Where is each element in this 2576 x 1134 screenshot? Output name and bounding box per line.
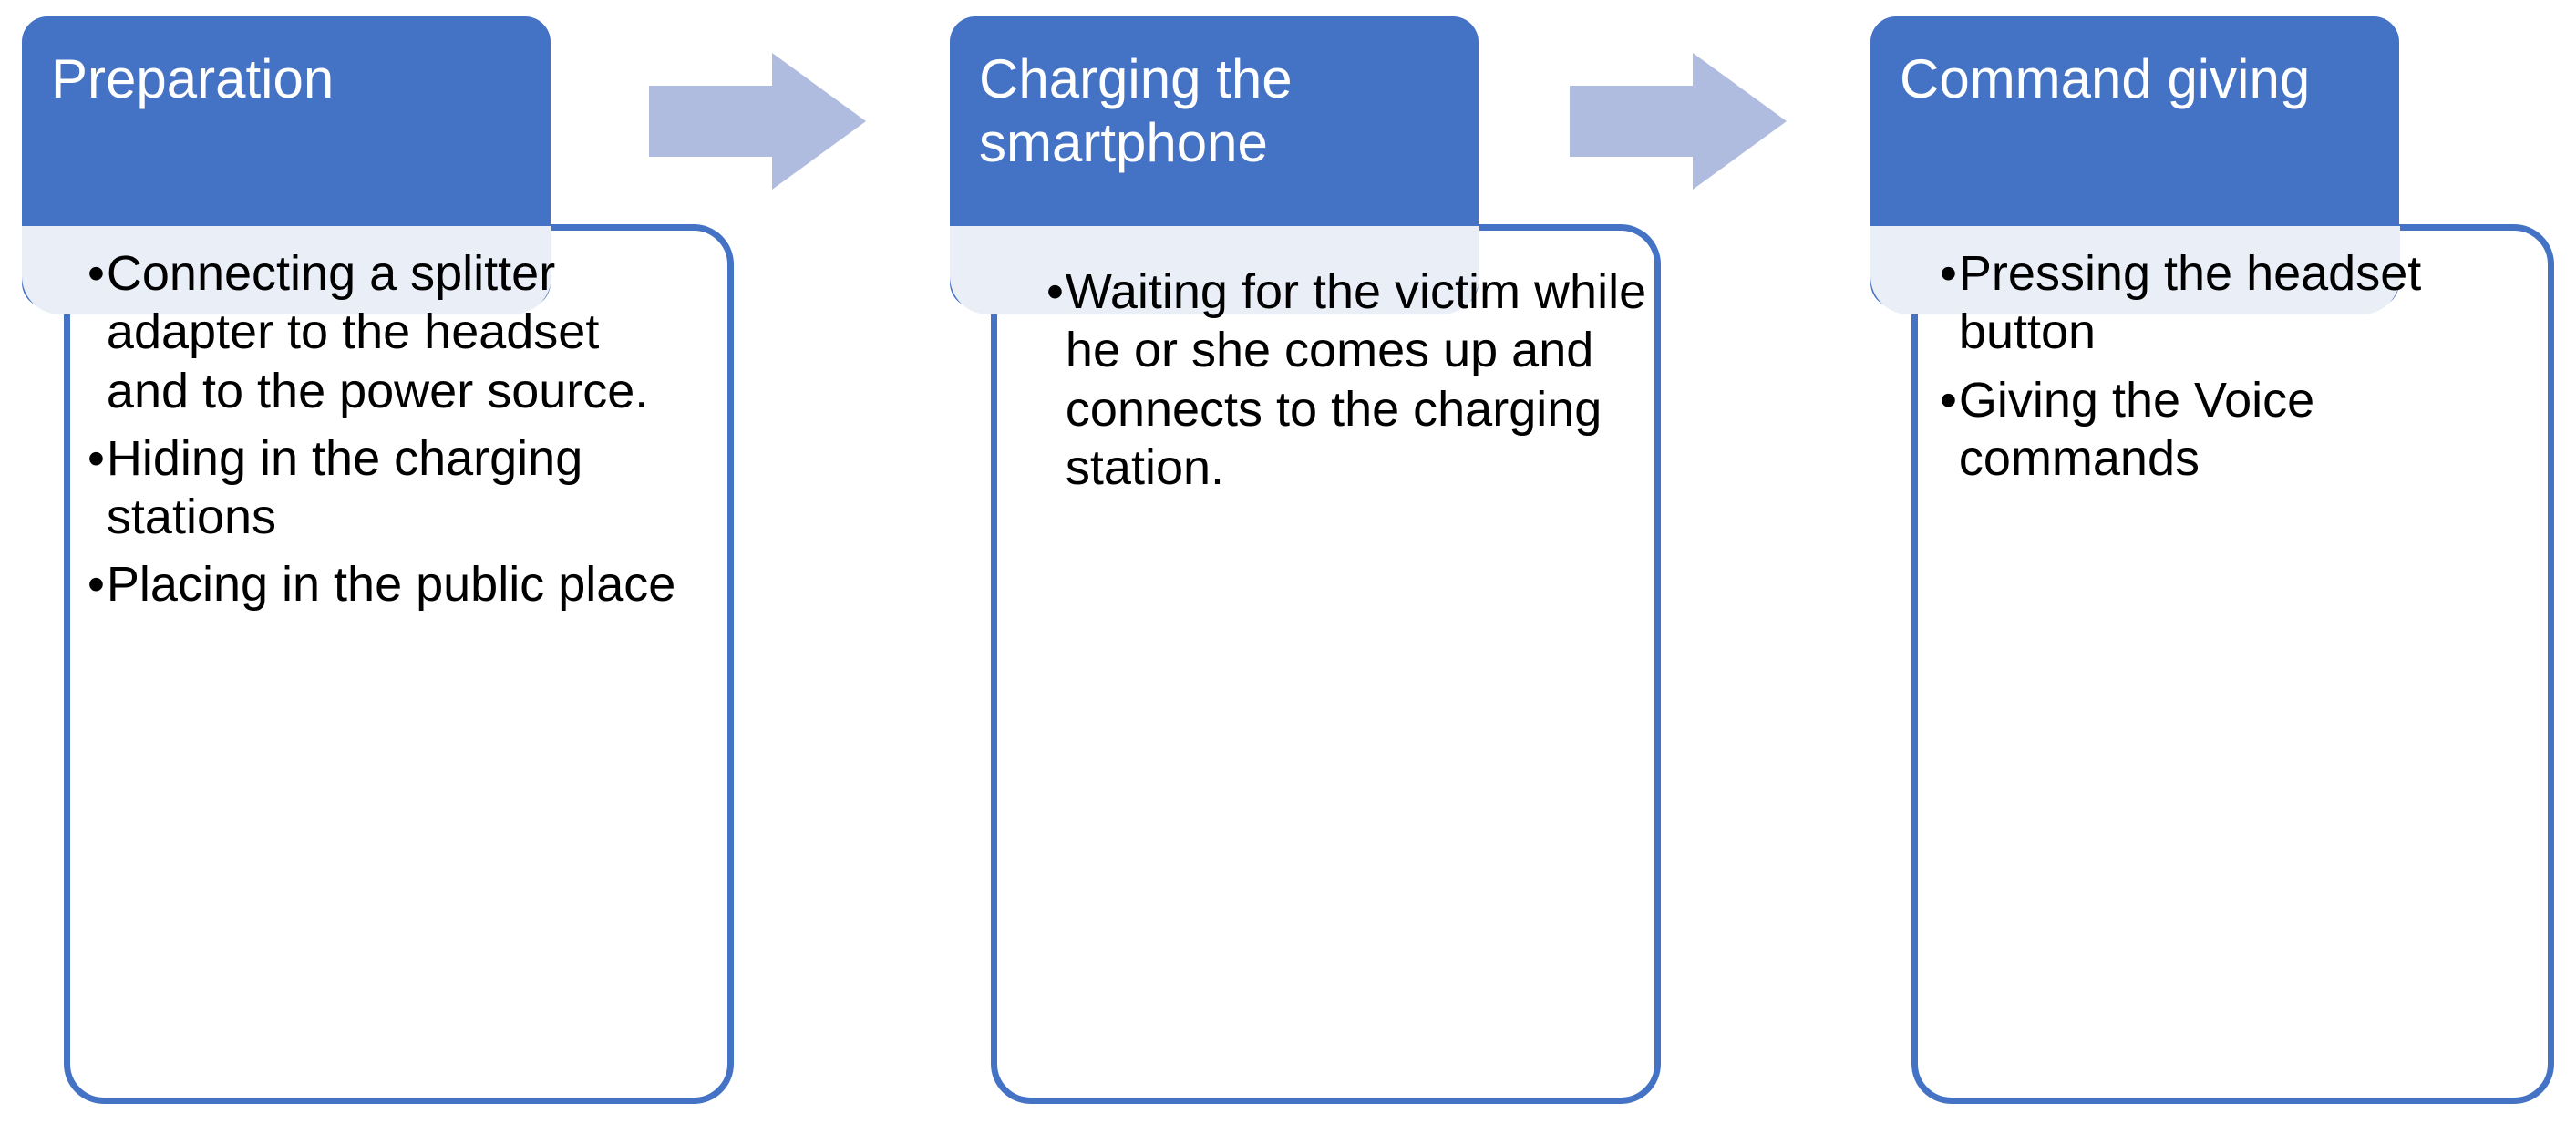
list-item-text: Waiting for the victim while he or she c…	[1065, 264, 1647, 495]
list-item: • Placing in the public place	[88, 555, 689, 613]
bullet-icon: •	[1940, 372, 1957, 428]
list-item-text: Giving the Voice commands	[1958, 372, 2315, 486]
list-item: • Connecting a splitter adapter to the h…	[88, 244, 689, 420]
step-card-body-3[interactable]	[1911, 224, 2554, 1104]
list-item: • Waiting for the victim while he or she…	[1046, 263, 1648, 497]
step-header-tint-2	[950, 226, 1479, 314]
flow-arrow-icon-2	[1570, 53, 1787, 190]
list-item: • Pressing the headset button	[1940, 244, 2541, 362]
list-item-text: Connecting a splitter adapter to the hea…	[106, 246, 649, 418]
list-item-text: Hiding in the charging stations	[106, 430, 583, 544]
step-header-title-3: Command giving	[1900, 48, 2311, 109]
list-item-text: Pressing the headset button	[1958, 246, 2422, 360]
list-item: • Giving the Voice commands	[1940, 371, 2541, 489]
step-header-tint-1	[22, 226, 551, 314]
bullet-icon: •	[1940, 246, 1957, 301]
step-card-body-2[interactable]	[991, 224, 1661, 1104]
step-bullet-list-3: • Pressing the headset button • Giving t…	[1940, 244, 2541, 497]
step-header-title-1: Preparation	[51, 48, 335, 109]
flow-arrow-icon-1	[649, 53, 866, 190]
step-bullet-list-2: • Waiting for the victim while he or she…	[1046, 263, 1648, 506]
bullet-icon: •	[88, 557, 105, 613]
list-item-text: Placing in the public place	[106, 557, 676, 613]
list-item: • Hiding in the charging stations	[88, 429, 689, 547]
step-bullet-list-1: • Connecting a splitter adapter to the h…	[88, 244, 689, 624]
bullet-icon: •	[88, 430, 105, 486]
bullet-icon: •	[1046, 264, 1064, 319]
step-header-tint-3	[1870, 226, 2400, 314]
bullet-icon: •	[88, 246, 105, 301]
step-header-title-2: Charging the smartphone	[979, 48, 1293, 173]
step-card-body-1[interactable]	[64, 224, 734, 1104]
